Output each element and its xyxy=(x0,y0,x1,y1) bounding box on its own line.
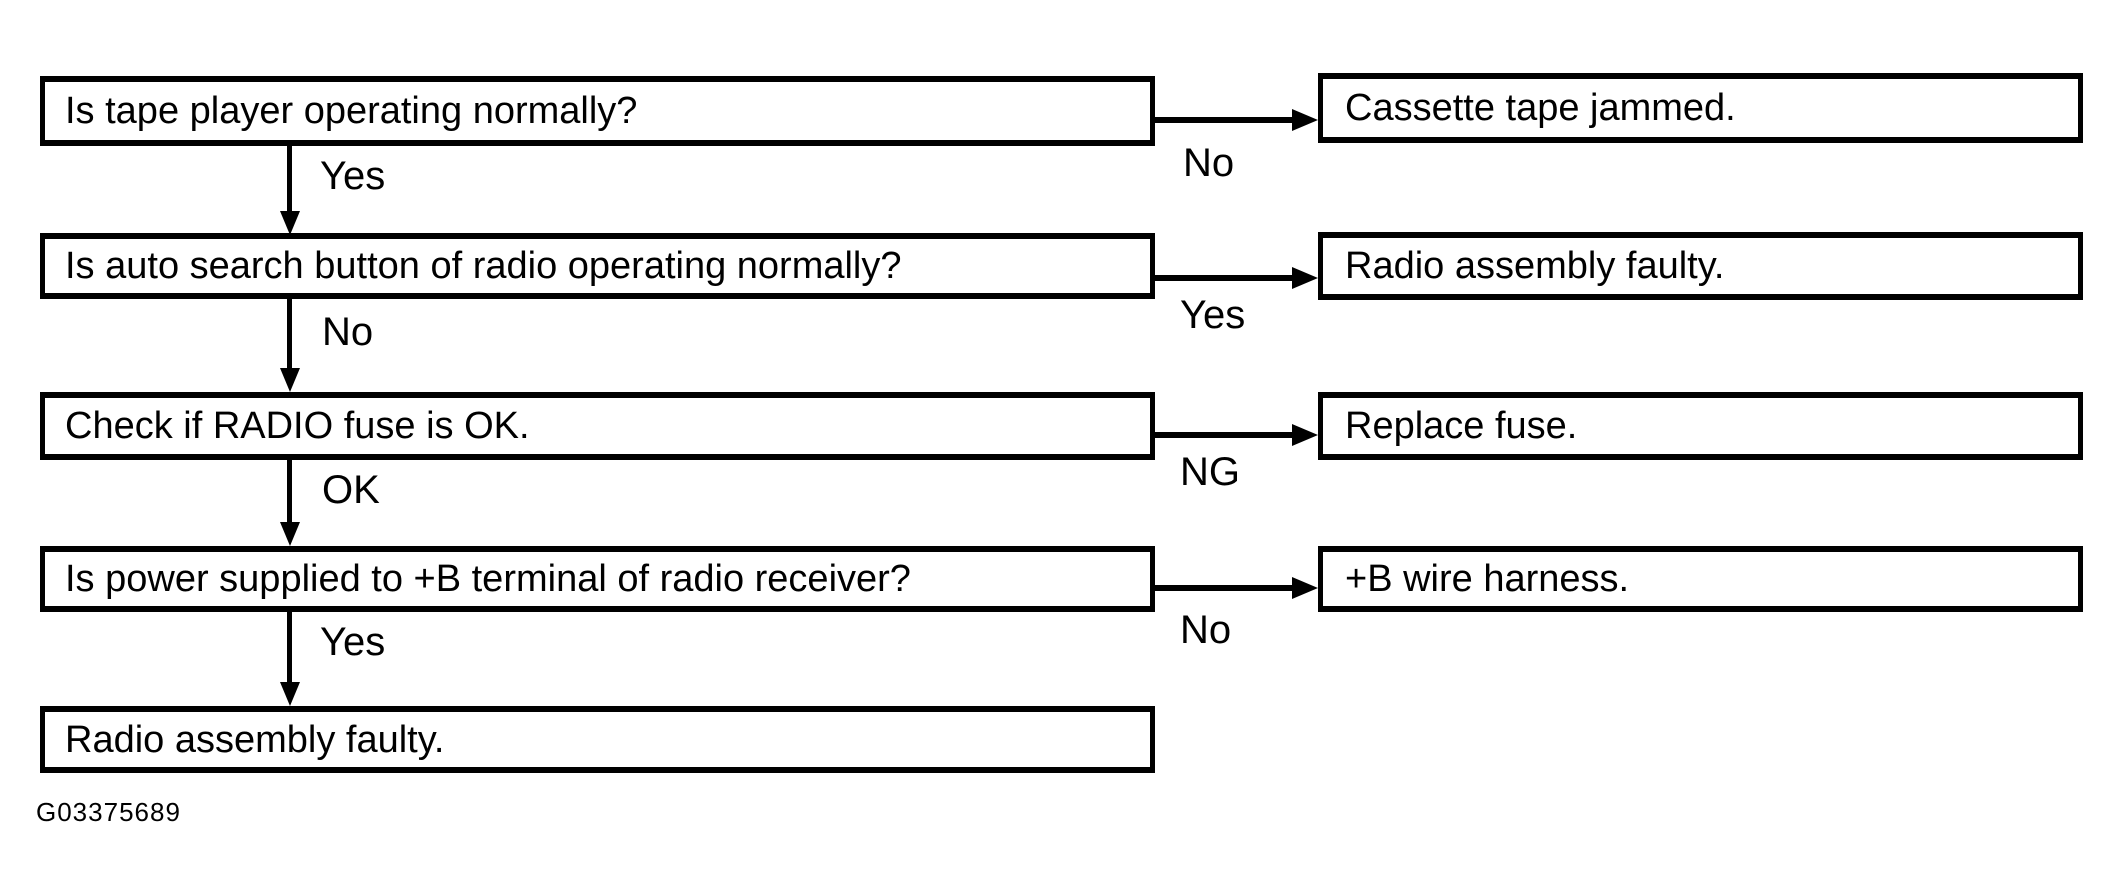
down-label-1: Yes xyxy=(320,154,386,198)
branch-result-text-3: Replace fuse. xyxy=(1345,405,1578,447)
step-question-box-3: Check if RADIO fuse is OK. xyxy=(40,392,1155,460)
branch-result-text-1: Cassette tape jammed. xyxy=(1345,87,1736,129)
down-arrowhead-icon-2 xyxy=(280,368,300,392)
branch-result-text-2: Radio assembly faulty. xyxy=(1345,245,1725,287)
down-label-4: Yes xyxy=(320,620,386,664)
final-result-box: Radio assembly faulty. xyxy=(40,706,1155,773)
down-arrowhead-icon-4 xyxy=(280,682,300,706)
down-arrowhead-icon-3 xyxy=(280,522,300,546)
branch-arrowhead-icon-4 xyxy=(1292,577,1318,599)
down-arrow-line-1 xyxy=(287,146,292,213)
step-question-text-2: Is auto search button of radio operating… xyxy=(65,245,902,287)
step-question-box-2: Is auto search button of radio operating… xyxy=(40,233,1155,299)
down-label-3: OK xyxy=(322,468,380,512)
branch-arrowhead-icon-3 xyxy=(1292,424,1318,446)
branch-label-2: Yes xyxy=(1180,293,1246,337)
branch-label-3: NG xyxy=(1180,450,1240,494)
down-label-2: No xyxy=(322,310,374,354)
branch-arrowhead-icon-1 xyxy=(1292,109,1318,131)
branch-result-box-2: Radio assembly faulty. xyxy=(1318,232,2083,300)
branch-label-4: No xyxy=(1180,608,1232,652)
branch-arrow-line-2 xyxy=(1155,275,1292,281)
step-question-box-4: Is power supplied to +B terminal of radi… xyxy=(40,546,1155,612)
branch-result-box-1: Cassette tape jammed. xyxy=(1318,73,2083,143)
down-arrowhead-icon-1 xyxy=(280,211,300,235)
step-question-box-1: Is tape player operating normally? xyxy=(40,76,1155,146)
branch-arrow-line-1 xyxy=(1155,117,1292,123)
final-result-text: Radio assembly faulty. xyxy=(65,718,445,761)
branch-arrow-line-3 xyxy=(1155,432,1292,438)
step-question-text-4: Is power supplied to +B terminal of radi… xyxy=(65,558,911,600)
figure-id: G03375689 xyxy=(36,797,181,827)
branch-arrow-line-4 xyxy=(1155,585,1292,591)
down-arrow-line-3 xyxy=(287,460,292,523)
branch-label-1: No xyxy=(1183,141,1235,185)
branch-result-text-4: +B wire harness. xyxy=(1345,558,1630,600)
branch-result-box-4: +B wire harness. xyxy=(1318,546,2083,612)
branch-arrowhead-icon-2 xyxy=(1292,267,1318,289)
down-arrow-line-2 xyxy=(287,299,292,369)
step-question-text-1: Is tape player operating normally? xyxy=(65,90,638,132)
branch-result-box-3: Replace fuse. xyxy=(1318,392,2083,460)
step-question-text-3: Check if RADIO fuse is OK. xyxy=(65,405,530,447)
down-arrow-line-4 xyxy=(287,612,292,683)
